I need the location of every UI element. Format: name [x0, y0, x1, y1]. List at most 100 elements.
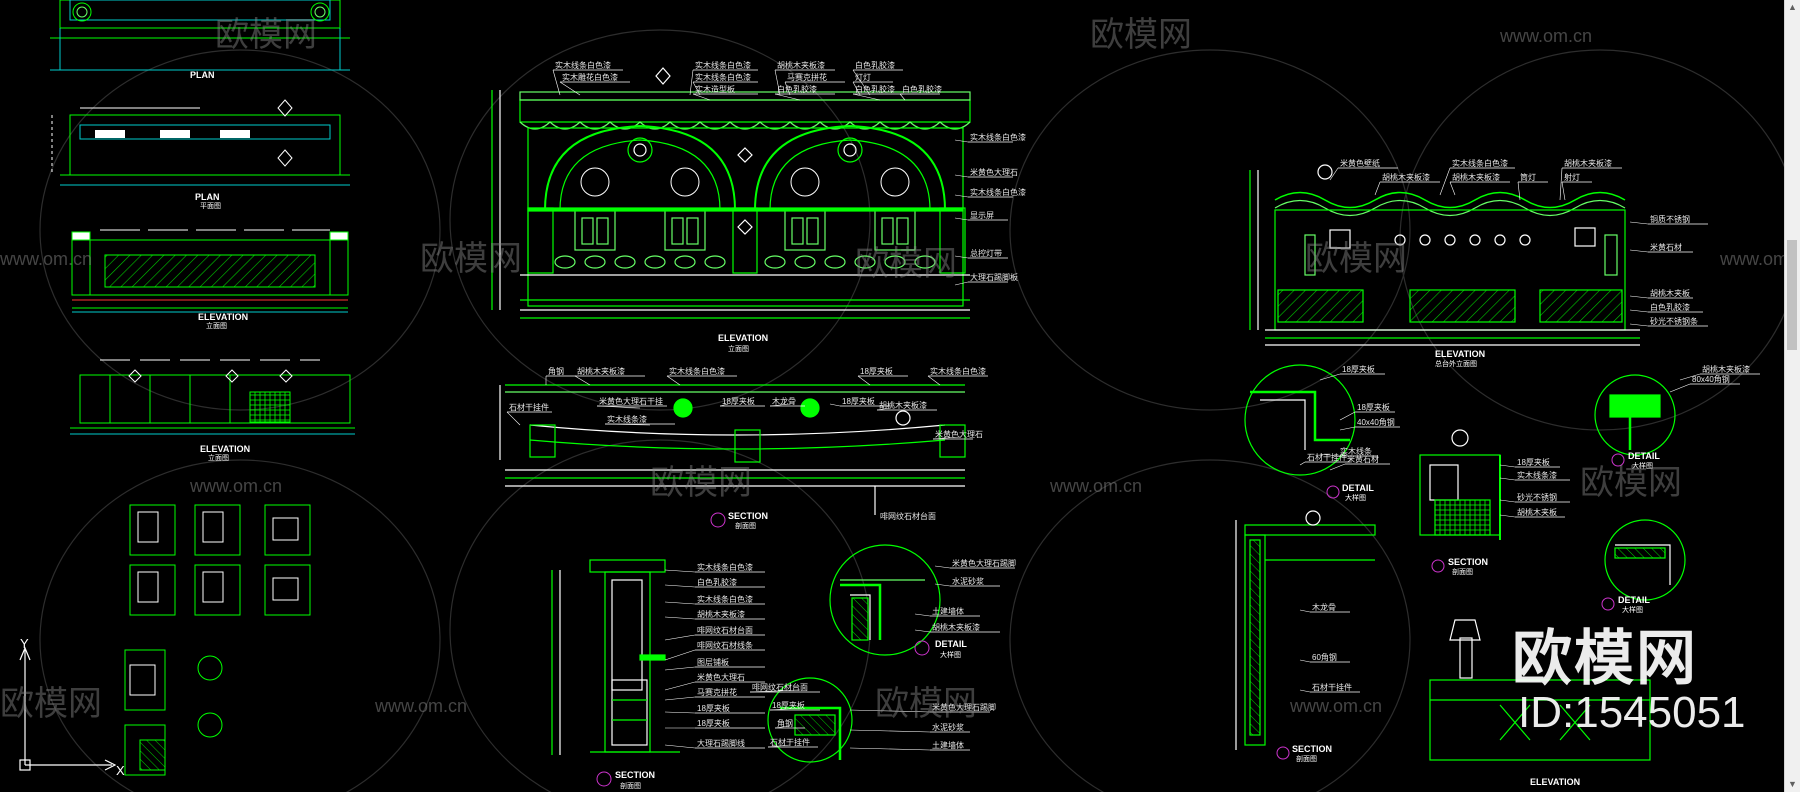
leader-label: 米黄色大理石 [935, 429, 983, 439]
leader-line [664, 616, 696, 620]
leader-label: 18厚夹板 [860, 366, 893, 376]
leader-line [552, 69, 561, 96]
leader-line [559, 81, 581, 96]
leader-line [1299, 659, 1311, 663]
leader-line [849, 747, 931, 751]
leader-line [1669, 383, 1691, 393]
leader-label: 18厚夹板 [842, 396, 875, 406]
right-detail-views [1235, 364, 1686, 761]
detail-c-labels: 米黄色大理石踢脚水泥砂浆土建墙体胡桃木夹板漆啡网纹石材台面18厚夹板角钢石材干挂… [749, 558, 1016, 751]
leader-label: 18厚夹板 [1517, 457, 1550, 467]
leader-line [1339, 411, 1356, 421]
leader-label: 实木线条白色漆 [930, 366, 986, 376]
watermark-brand: 欧模网 [1580, 464, 1682, 502]
section-b-view [499, 384, 966, 515]
watermark-brand: 欧模网 [215, 16, 317, 54]
leader-line [1299, 689, 1311, 693]
leader-line [954, 139, 969, 143]
leader-line [1629, 309, 1649, 313]
leader-label: 白色乳胶漆 [777, 84, 817, 94]
plan-view-2 [51, 99, 350, 186]
section-r2-title: SECTION [1292, 744, 1332, 754]
leader-label: 大理石踢脚线 [697, 738, 745, 748]
leader-line [914, 613, 931, 617]
leader-line [1517, 181, 1521, 201]
leader-line [1679, 373, 1701, 381]
scroll-thumb[interactable] [1787, 240, 1797, 350]
leader-label: 实木线条白色漆 [695, 60, 751, 70]
watermark-brand: 欧模网 [420, 240, 522, 278]
small-detail-cluster [124, 504, 311, 776]
leader-label: 总控灯带 [970, 248, 1002, 258]
leader-line [664, 681, 696, 691]
ucs-axis-icon [19, 646, 117, 771]
watermark-brand: 欧模网 [0, 685, 102, 723]
section-r1-title: SECTION [1448, 557, 1488, 567]
leader-line [1629, 249, 1649, 253]
leader-label: 大理石踢脚板 [970, 272, 1018, 282]
leader-label: 水泥砂浆 [952, 576, 984, 586]
leader-label: 胡桃木夹板漆 [1452, 172, 1500, 182]
leader-line [774, 69, 781, 96]
watermark-brand: 欧模网 [1305, 240, 1407, 278]
leader-line [664, 601, 696, 605]
leader-label: 实木线条白色漆 [970, 132, 1026, 142]
scroll-up-arrow-icon[interactable]: ▲ [1785, 0, 1800, 15]
leader-label: 米黄色大理石踢脚 [932, 702, 996, 712]
leader-line [774, 725, 791, 729]
detail-c-view [767, 544, 941, 763]
detail-c-marker [914, 640, 930, 656]
elev-a-subtitle: 立面图 [206, 321, 227, 330]
scroll-down-arrow-icon[interactable]: ▼ [1785, 777, 1800, 792]
leader-line [719, 403, 729, 407]
section-r2-subtitle: 剖面图 [1296, 754, 1317, 763]
leader-label: 白色乳胶漆 [1650, 302, 1690, 312]
section-b-marker [710, 512, 726, 528]
leader-label: 射灯 [1564, 172, 1580, 182]
leader-line [852, 69, 871, 96]
vertical-scrollbar[interactable]: ▲ ▼ [1784, 0, 1800, 792]
section-b-label-bottom: 啡网纹石材台面 [880, 511, 936, 521]
detail-r3-subtitle: 大样图 [1622, 605, 1643, 614]
leader-label: 白色乳胶漆 [697, 577, 737, 587]
leader-label: 石材干挂件 [1307, 452, 1347, 462]
leader-label: 实木线条白色漆 [695, 72, 751, 82]
leader-label: 木龙骨 [1312, 602, 1336, 612]
leader-label: 马赛克拼花 [787, 72, 827, 82]
leader-label: 18厚夹板 [697, 718, 730, 728]
right-detail-labels: 18厚夹板80x40角钢胡桃木夹板漆18厚夹板实木线条40x40角钢石材干挂件米… [1299, 364, 1760, 693]
leader-line [857, 375, 871, 386]
leader-line [899, 93, 906, 101]
watermark-brand: 欧模网 [875, 685, 977, 723]
leader-label: 显示屏 [970, 211, 994, 220]
leader-line [1499, 514, 1516, 518]
leader-label: 筒灯 [1520, 172, 1536, 182]
leader-line [664, 649, 696, 661]
leader-label: 80x40角钢 [1692, 374, 1730, 384]
watermark-brand: 欧模网 [1090, 16, 1192, 54]
leader-line [1319, 373, 1341, 381]
right-view-titles: DETAIL 大样图 DETAIL 大样图 SECTION 剖面图 DETAIL… [1276, 451, 1660, 787]
leader-line [852, 81, 861, 96]
leader-line [784, 81, 791, 96]
leader-line [769, 403, 791, 407]
leader-line [1319, 453, 1339, 457]
leader-label: 石材干挂件 [509, 402, 549, 412]
section-b-title: SECTION [728, 511, 768, 521]
leader-label: 啡网纹石材线条 [697, 640, 753, 650]
leader-line [596, 405, 641, 409]
leader-label: 18厚夹板 [1342, 364, 1375, 374]
leader-label: 胡桃木夹板漆 [879, 400, 927, 410]
leader-label: 米黄色大理石 [697, 672, 745, 682]
leader-line [1629, 323, 1649, 327]
leader-label: 图层铺板 [697, 657, 729, 667]
leader-label: 角钢 [548, 366, 564, 376]
leader-label: 胡桃木夹板漆 [1702, 364, 1750, 374]
leader-line [574, 375, 591, 386]
leader-line [954, 217, 969, 221]
plan2-subtitle: 平面图 [200, 202, 221, 210]
watermark-brand: 欧模网 [855, 245, 957, 283]
elev-a-title: ELEVATION [198, 312, 248, 322]
leader-label: 啡网纹石材台面 [752, 682, 808, 692]
